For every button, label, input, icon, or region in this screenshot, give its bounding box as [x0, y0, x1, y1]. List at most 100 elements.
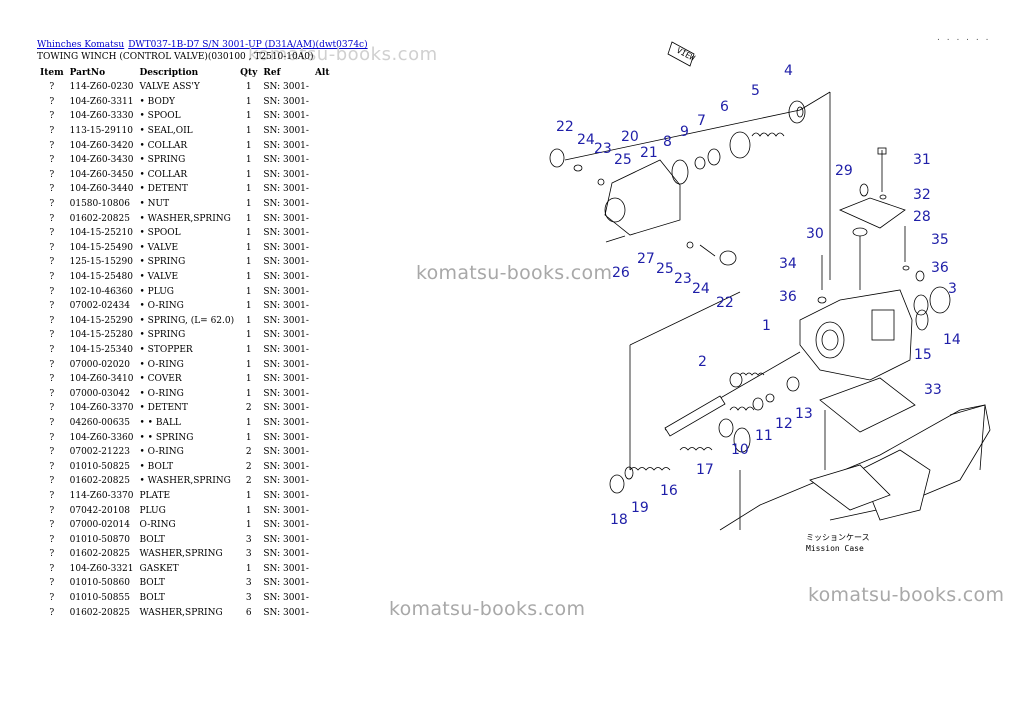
callout-8: 8 — [663, 134, 672, 150]
cell-item: ? — [49, 301, 55, 312]
callout-numbers: 4 5 6 7 8 9 20 21 22 24 23 25 29 31 32 2… — [556, 63, 961, 528]
cell-partno: 07000-03042 — [69, 388, 130, 399]
cell-item: ? — [49, 257, 55, 268]
cell-description: • O-RING — [139, 388, 184, 399]
callout-14: 14 — [943, 332, 961, 348]
breadcrumb-link-model[interactable]: DWT037-1B-D7 S/N 3001-UP (D31A/AM)(dwt03… — [128, 40, 368, 50]
cell-alt — [312, 124, 333, 139]
cell-ref: SN: 3001- — [263, 111, 309, 122]
cell-item: ? — [49, 593, 55, 604]
cell-alt — [312, 153, 333, 168]
cell-partno: 104-15-25280 — [69, 330, 133, 341]
cell-partno: 01010-50825 — [69, 461, 130, 472]
cell-alt — [312, 197, 333, 212]
cell-alt — [312, 255, 333, 270]
cell-qty: 2 — [245, 461, 252, 472]
cell-description: • COLLAR — [139, 140, 188, 151]
cell-item: ? — [49, 403, 55, 414]
cell-partno: 01580-10806 — [69, 199, 130, 210]
cell-qty: 1 — [245, 432, 252, 443]
column-header-alt: Alt — [314, 68, 330, 78]
cell-item: ? — [49, 228, 55, 239]
cell-ref: SN: 3001- — [263, 476, 309, 487]
cell-partno: 01010-50870 — [69, 534, 130, 545]
callout-4: 4 — [784, 63, 793, 79]
cell-item: ? — [49, 155, 55, 166]
column-header-partno: PartNo — [69, 68, 106, 78]
cell-item: ? — [49, 315, 55, 326]
cell-item: ? — [49, 461, 55, 472]
callout-30: 30 — [806, 226, 824, 242]
cell-partno: 07042-20108 — [69, 505, 130, 516]
callout-27: 27 — [637, 251, 655, 267]
callout-36b: 36 — [779, 289, 797, 305]
cell-qty: 1 — [245, 155, 252, 166]
cell-ref: SN: 3001- — [263, 388, 309, 399]
cell-qty: 1 — [245, 490, 252, 501]
cell-qty: 1 — [245, 417, 252, 428]
cell-description: • SPRING — [139, 257, 186, 268]
cell-qty: 1 — [245, 140, 252, 151]
callout-24b: 24 — [692, 281, 710, 297]
cell-alt — [312, 547, 333, 562]
callout-9: 9 — [680, 124, 689, 140]
cell-ref: SN: 3001- — [263, 315, 309, 326]
cell-ref: SN: 3001- — [263, 228, 309, 239]
cell-description: GASKET — [139, 563, 179, 574]
cell-qty: 1 — [245, 257, 252, 268]
cell-ref: SN: 3001- — [263, 330, 309, 341]
breadcrumb-link-whinches[interactable]: Whinches Komatsu — [37, 40, 125, 50]
cell-qty: 1 — [245, 520, 252, 531]
cell-alt — [312, 401, 333, 416]
cell-item: ? — [49, 417, 55, 428]
cell-partno: 104-Z60-3321 — [69, 563, 134, 574]
cell-alt — [312, 299, 333, 314]
cell-item: ? — [49, 549, 55, 560]
cell-description: PLUG — [139, 505, 166, 516]
callout-36a: 36 — [931, 260, 949, 276]
cell-ref: SN: 3001- — [263, 155, 309, 166]
cell-qty: 3 — [245, 534, 252, 545]
cell-description: • • BALL — [139, 417, 181, 428]
cell-alt — [312, 416, 333, 431]
cell-partno: 01602-20825 — [69, 549, 130, 560]
cell-item: ? — [49, 534, 55, 545]
cell-qty: 1 — [245, 126, 252, 137]
cell-item: ? — [49, 490, 55, 501]
cell-ref: SN: 3001- — [263, 490, 309, 501]
callout-25b: 25 — [656, 261, 674, 277]
cell-qty: 1 — [245, 169, 252, 180]
cell-description: • O-RING — [139, 359, 184, 370]
cell-ref: SN: 3001- — [263, 374, 309, 385]
cell-partno: 07000-02014 — [69, 520, 130, 531]
cell-partno: 104-Z60-3370 — [69, 403, 134, 414]
cell-ref: SN: 3001- — [263, 403, 309, 414]
cell-partno: 01602-20825 — [69, 476, 130, 487]
cell-alt — [312, 314, 333, 329]
cell-item: ? — [49, 272, 55, 283]
cell-ref: SN: 3001- — [263, 432, 309, 443]
callout-23a: 23 — [594, 141, 612, 157]
cell-description: • SPRING — [139, 330, 186, 341]
mission-case-label: Mission Case — [806, 544, 864, 553]
cell-qty: 3 — [245, 549, 252, 560]
cell-ref: SN: 3001- — [263, 563, 309, 574]
view-arrow-icon — [667, 41, 695, 67]
cell-item: ? — [49, 184, 55, 195]
cell-partno: 104-Z60-3440 — [69, 184, 134, 195]
cell-description: • STOPPER — [139, 344, 193, 355]
cell-item: ? — [49, 330, 55, 341]
